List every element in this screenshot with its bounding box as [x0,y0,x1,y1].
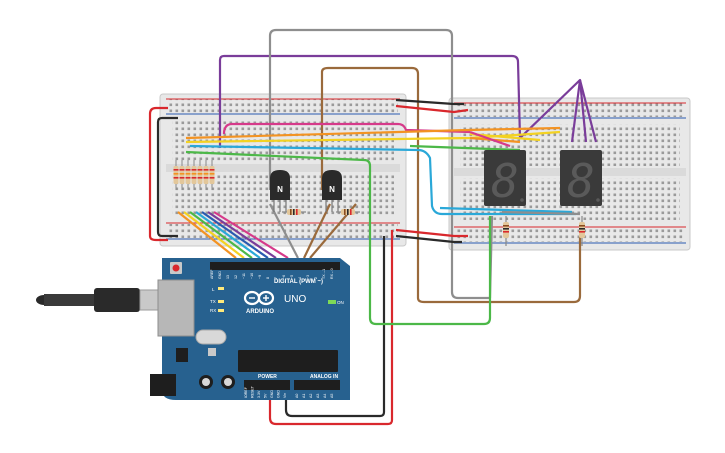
arduino-model: UNO [284,294,306,305]
pin-label: 3.3V [257,390,261,398]
pin-label: 5V [264,393,268,398]
resistor-bank[interactable] [173,160,215,190]
wire-pink-d7[interactable] [213,211,289,259]
pin-label: ~5 [290,275,294,279]
pin-label: A2 [309,394,313,398]
segment-resistor[interactable] [185,160,191,190]
pin-label: IOREF [244,386,248,398]
pin-label: Vin [283,393,287,398]
wire-black-left[interactable] [156,116,178,238]
pin-label: ~6 [282,275,286,279]
wire-red-left[interactable] [148,106,168,242]
transistor-2-label: N [329,185,335,194]
pin-label: A5 [330,394,334,398]
pin-label: ~3 [306,275,310,279]
analog-header[interactable] [294,380,340,390]
display-resistor-2[interactable] [579,216,585,246]
wire-orange-d1[interactable] [177,211,237,259]
wire-black-top-right[interactable] [395,98,464,106]
wire-red-top-right[interactable] [395,104,469,114]
pin-label: A3 [316,394,320,398]
wire-red-bottom-right[interactable] [395,228,468,238]
power-header[interactable] [244,380,290,390]
analog-label: ANALOG IN [310,374,338,380]
pin-label: ~11 [242,273,246,279]
wire-purple-right-b[interactable] [570,79,582,143]
wire-pink-top[interactable] [222,122,471,135]
pin-label: ~10 [250,273,254,279]
wire-pink-right[interactable] [469,130,511,148]
wire-black-bottom-right[interactable] [395,234,462,244]
led-rx-label: RX [210,308,216,313]
pin-label: 2 [314,277,318,279]
atmega-chip [238,350,338,372]
segment-resistor[interactable] [179,160,185,190]
wire-gray-right[interactable] [501,210,581,216]
wire-blue-d5[interactable] [201,211,269,259]
digital-header[interactable] [210,262,340,270]
segment-resistor[interactable] [209,160,215,190]
pin-label: A4 [323,394,327,398]
digital-label: DIGITAL (PWM ~) [274,279,323,285]
display-1-digit: 8 [491,154,519,208]
base-resistor-1[interactable] [282,209,306,215]
infinity-logo-icon [243,290,275,306]
wire-brown-top[interactable] [320,66,582,304]
wire-purple-right-c[interactable] [578,79,588,143]
wire-green-long[interactable] [185,150,492,326]
pin-label: 13 [226,275,230,279]
wire-cyan-d4[interactable] [195,211,261,259]
wire-green-right[interactable] [409,144,521,152]
transistor-2[interactable]: N [322,170,342,212]
wire-gray-top[interactable] [268,28,494,300]
pin-label: GND [218,271,222,279]
wire-black-arduino[interactable] [284,236,386,418]
pin-label: 12 [234,275,238,279]
transistor-1-label: N [277,185,283,194]
base-resistor-2[interactable] [336,209,360,215]
pin-label: AREF [210,269,214,279]
pin-label: RX←0 [330,268,334,279]
pin-label: 7 [274,277,278,279]
wire-cyan-right[interactable] [439,206,573,214]
seven-segment-display-1[interactable]: 8 [484,150,526,208]
display-resistor-1[interactable] [503,216,509,246]
wire-red-arduino[interactable] [268,230,394,426]
display-2-digit: 8 [567,154,595,208]
wire-gray-d8[interactable] [269,203,299,259]
segment-resistor[interactable] [191,160,197,190]
arduino-uno[interactable]: AREF GND 13 12 ~11 ~10 ~9 8 7 ~6 ~5 4 ~3 2 TX→1 RX←0 DI… [150,258,350,400]
wire-purple-d6[interactable] [207,211,277,259]
wire-green-d3[interactable] [189,211,253,259]
wire-purple-top[interactable] [218,54,522,148]
pin-label: TX→1 [322,269,326,279]
segment-resistor[interactable] [173,160,179,190]
pin-label: ~9 [258,275,262,279]
transistor-1[interactable]: N [270,170,290,212]
on-label: ON [337,300,344,305]
pin-label: GND [270,390,274,398]
wire-yellow-d2[interactable] [183,211,245,259]
pin-label: 4 [298,277,302,279]
pin-label: 8 [266,277,270,279]
segment-resistor[interactable] [203,160,209,190]
led-l-label: L [212,287,215,292]
usb-cable[interactable] [36,288,171,312]
wire-cyan-long[interactable] [189,144,576,216]
pin-label: RESET [251,385,255,398]
digital-pin-labels: AREF GND 13 12 ~11 ~10 ~9 8 7 ~6 ~5 4 ~3 2 TX→1 RX←0 [210,268,334,279]
pin-label: A1 [302,394,306,398]
pin-label: GND [277,390,281,398]
power-label: POWER [258,374,277,380]
wire-orange-top[interactable] [185,126,561,140]
led-tx-label: TX [210,299,216,304]
arduino-brand: ARDUINO [246,309,274,315]
pin-label: A0 [295,394,299,398]
segment-resistor[interactable] [197,160,203,190]
seven-segment-display-2[interactable]: 8 [560,150,602,208]
wire-brown-d10[interactable] [303,203,331,259]
